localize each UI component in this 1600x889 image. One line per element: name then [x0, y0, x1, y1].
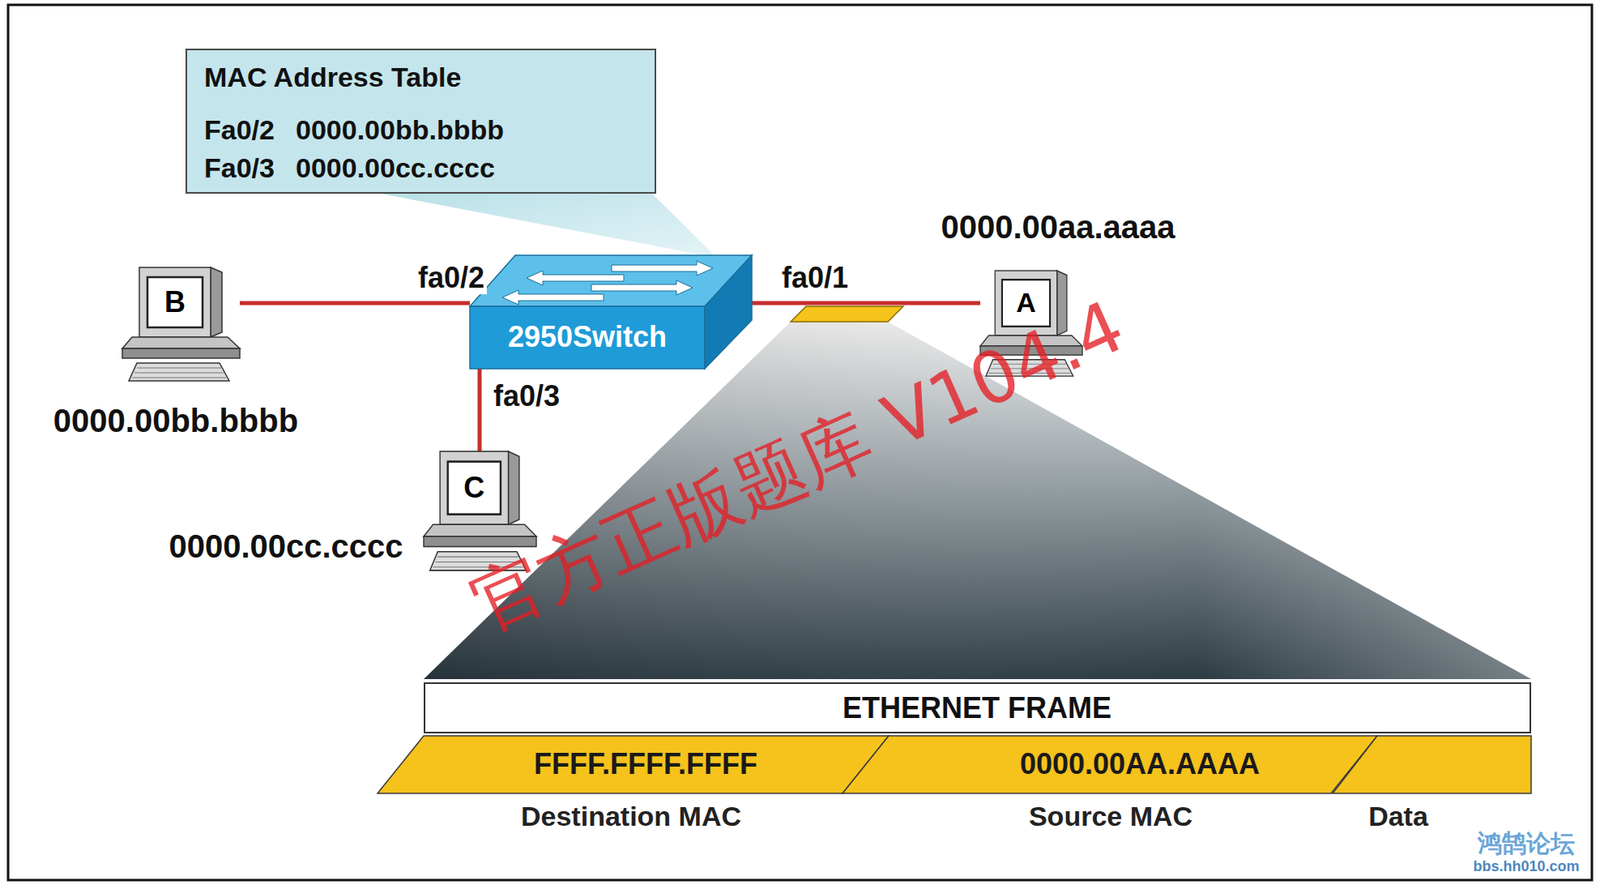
port-label: fa0/1: [779, 261, 851, 295]
frame-title: ETHERNET FRAME: [842, 691, 1112, 725]
port-label: fa0/2: [415, 261, 487, 295]
switch-top: [469, 255, 752, 307]
frame-field: 0000.00AA.AAAASource MAC: [842, 734, 1378, 794]
monitor-body: [139, 267, 211, 338]
host-letter: C: [463, 471, 485, 504]
mac-cell: 0000.00bb.bbbb: [295, 115, 504, 146]
band-outline: [424, 682, 1531, 733]
table-heading: MAC Address Table: [204, 62, 461, 93]
switch-arrow: [591, 280, 693, 295]
field-name: Data: [1368, 801, 1429, 832]
monitor-screen: [448, 461, 501, 515]
ethernet-link: [477, 368, 483, 452]
frame-field: FFFF.FFFF.FFFFDestination MAC: [377, 734, 889, 794]
switch-arrow: [611, 260, 713, 276]
field-outline: [377, 735, 889, 794]
ethernet-link: [239, 301, 470, 306]
pc-case-top: [423, 524, 537, 537]
outer-frame: [8, 4, 1592, 880]
monitor-side: [507, 451, 519, 525]
monitor-screen: [147, 277, 203, 328]
field-name: Source MAC: [1028, 801, 1193, 832]
pc-case-top: [122, 337, 240, 349]
field-outline: [1332, 735, 1532, 794]
pc-case-front: [423, 536, 537, 547]
port-cell: Fa0/2: [204, 115, 275, 146]
field-outline: [842, 735, 1378, 794]
mac-address: 0000.00bb.bbbb: [53, 402, 299, 439]
host-pc: B0000.00bb.bbbb: [122, 267, 240, 383]
mac-cell: 0000.00cc.cccc: [295, 153, 495, 184]
para-shape: [1332, 734, 1532, 794]
switch-arrow: [526, 270, 624, 286]
keyboard-row: [134, 372, 224, 374]
host-letter: A: [1015, 287, 1037, 318]
keyboard-row: [132, 377, 227, 379]
frame-field: Data: [1332, 734, 1532, 794]
switch-arrow: [502, 290, 604, 305]
watermark: 官方正版题库 V104.4: [460, 286, 1135, 645]
field-value: FFFF.FFFF.FFFF: [533, 747, 758, 781]
table-outline: [186, 49, 656, 193]
keyboard: [128, 362, 230, 381]
mac-address: 0000.00aa.aaaa: [940, 209, 1175, 245]
host-letter: B: [164, 285, 186, 319]
forum-url: bbs.hh010.com: [1472, 858, 1579, 875]
frame-header-band: ETHERNET FRAME: [423, 682, 1532, 734]
device-name: 2950Switch: [507, 320, 667, 354]
callout-wedge: [380, 193, 717, 258]
forum-logo: 鸿鹄论坛: [1477, 829, 1575, 857]
pc-shape: [122, 267, 240, 383]
monitor-body: [439, 451, 508, 525]
monitor-side: [210, 267, 222, 338]
switch-device: 2950Switch: [469, 255, 752, 369]
field-name: Destination MAC: [520, 801, 742, 832]
port-label: fa0/3: [490, 379, 563, 413]
switch-front: [469, 306, 705, 369]
captured-frame: [790, 306, 904, 322]
pc-case-front: [122, 348, 240, 359]
keyboard-row: [136, 367, 222, 369]
field-value: 0000.00AA.AAAA: [1019, 747, 1260, 781]
mac-address: 0000.00cc.cccc: [168, 528, 403, 564]
switch-side: [704, 255, 752, 369]
port-cell: Fa0/3: [204, 153, 275, 184]
mac-table-box: MAC Address TableFa0/2 0000.00bb.bbbbFa0/…: [185, 48, 657, 194]
ethernet-link: [751, 301, 981, 306]
